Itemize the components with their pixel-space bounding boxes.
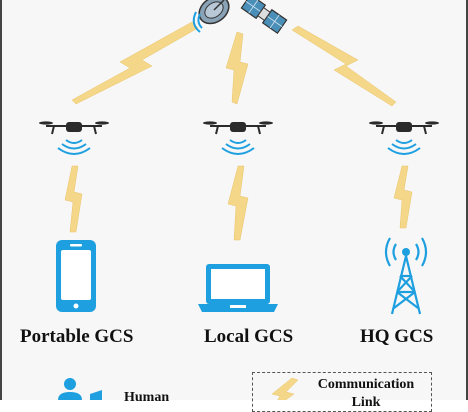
legend-link-bolt	[271, 377, 299, 400]
link-sat-to-drone-right	[291, 25, 397, 107]
legend-link-label: Communication Link	[306, 376, 426, 412]
drone-center-icon	[203, 121, 273, 155]
link-sat-to-drone-left	[71, 21, 199, 105]
satellite-dish-icon	[192, 0, 230, 33]
satellite-icon	[240, 0, 288, 35]
laptop-icon	[198, 264, 278, 312]
legend-link-line1: Communication	[317, 377, 415, 392]
smartphone-icon	[56, 240, 96, 312]
legend-human-label: Human	[124, 390, 170, 405]
link-drone-left-to-portable	[64, 165, 83, 233]
legend-link-line2: Link	[351, 395, 381, 410]
drone-right-icon	[369, 121, 439, 155]
link-drone-right-to-hq	[393, 165, 413, 229]
hq-gcs-label: HQ GCS	[360, 326, 434, 347]
local-gcs-label: Local GCS	[204, 326, 294, 347]
human-icon	[58, 378, 102, 400]
drone-left-icon	[39, 121, 109, 155]
link-drone-center-to-local	[227, 165, 249, 241]
portable-gcs-label: Portable GCS	[20, 326, 134, 347]
network-diagram	[39, 0, 439, 400]
link-sat-to-drone-center	[225, 31, 249, 105]
radio-tower-icon	[384, 237, 428, 315]
